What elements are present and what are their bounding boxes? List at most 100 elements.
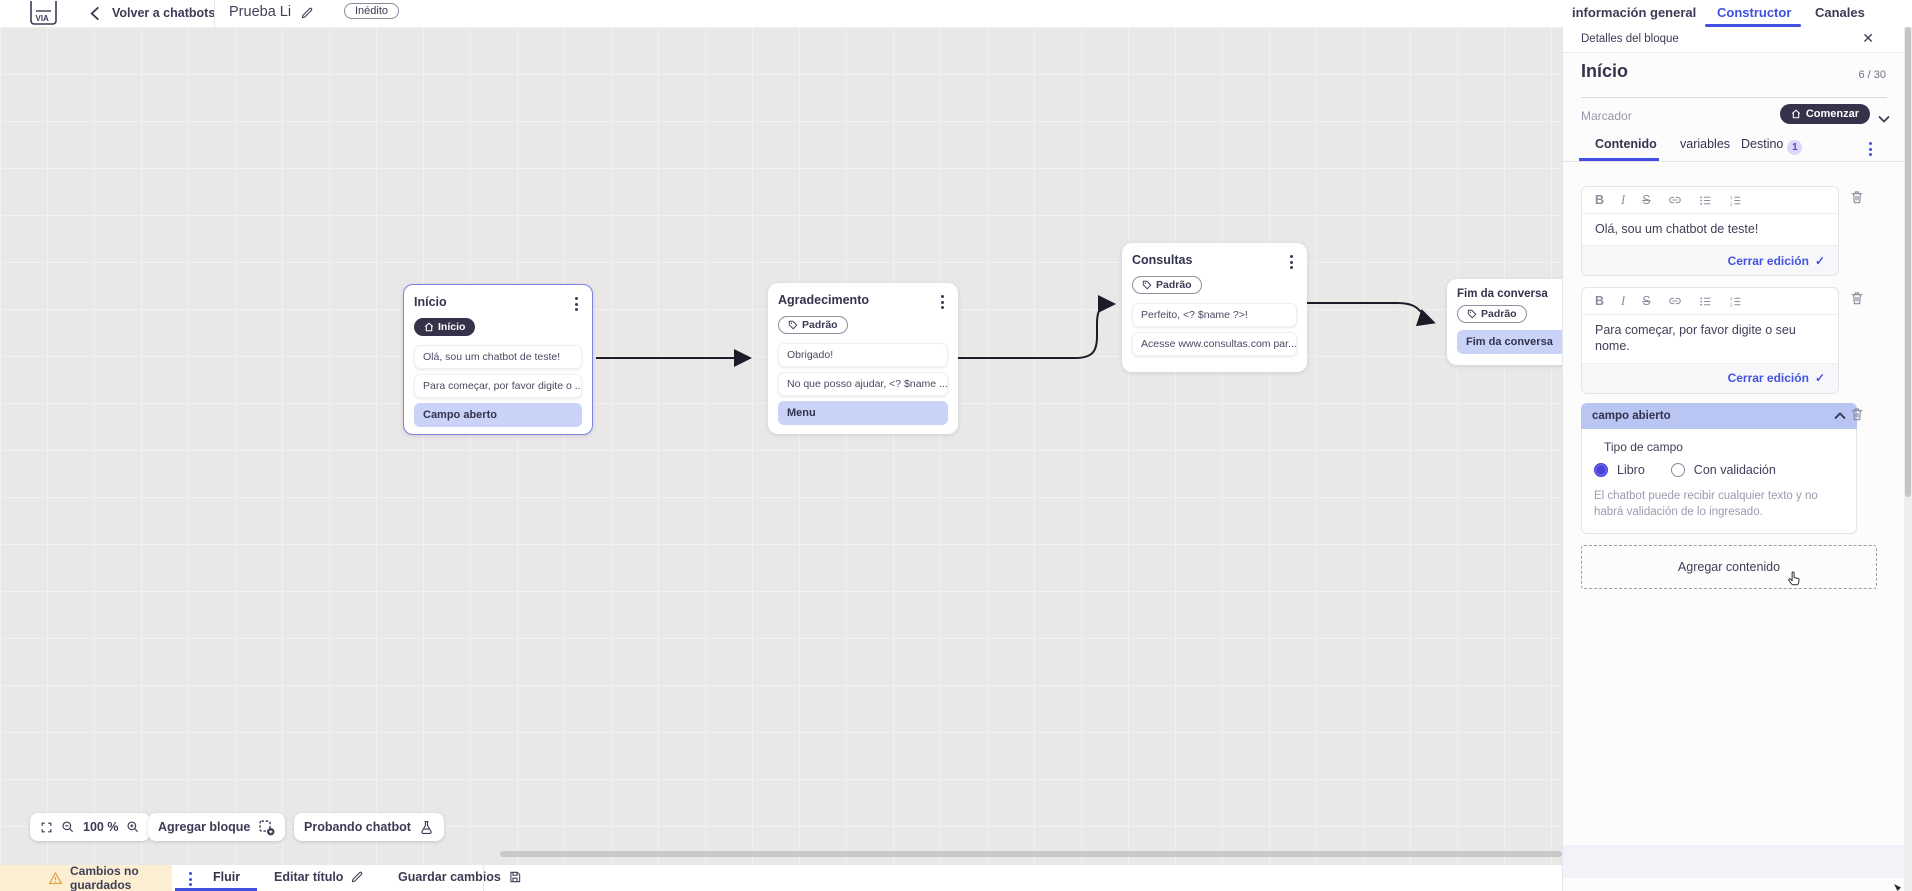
panel-options-menu-icon[interactable] xyxy=(1865,140,1876,158)
topbar-divider xyxy=(214,0,215,27)
bold-icon[interactable]: B xyxy=(1595,294,1605,308)
unsaved-changes-label: Cambios no guardados xyxy=(70,864,139,891)
bullet-list-icon[interactable] xyxy=(1699,295,1712,308)
tag-icon xyxy=(788,320,798,330)
tab-variables[interactable]: variables xyxy=(1680,137,1731,151)
block-title: Fim da conversa xyxy=(1457,288,1548,300)
back-to-chatbots-link[interactable]: Volver a chatbots xyxy=(112,6,216,20)
tab-canales[interactable]: Canales xyxy=(1815,5,1865,20)
fit-view-icon[interactable] xyxy=(40,821,53,834)
italic-icon[interactable]: I xyxy=(1621,293,1626,308)
open-field-header[interactable]: campo abierto xyxy=(1581,403,1857,429)
block-menu-icon[interactable] xyxy=(571,295,582,313)
block-item-menu[interactable]: Menu xyxy=(778,401,948,425)
delete-content-icon[interactable] xyxy=(1849,406,1865,427)
block-item[interactable]: No que posso ajudar, <? $name ... xyxy=(778,372,948,396)
delete-content-icon[interactable] xyxy=(1849,189,1865,210)
horizontal-scrollbar[interactable] xyxy=(500,851,1562,857)
close-icon[interactable]: ✕ xyxy=(1862,30,1874,46)
flow-block-consultas[interactable]: Consultas Padrão Perfeito, <? $name ?>! … xyxy=(1122,243,1307,372)
status-badge: Inédito xyxy=(344,3,400,19)
radio-con-validacion-label: Con validación xyxy=(1693,463,1776,477)
marker-value-button[interactable]: Comenzar xyxy=(1779,104,1870,124)
flow-block-inicio[interactable]: Início Início Olá, sou um chatbot de tes… xyxy=(403,284,593,435)
test-chatbot-button[interactable]: Probando chatbot xyxy=(294,813,444,841)
field-helper-text: El chatbot puede recibir cualquier texto… xyxy=(1594,490,1818,519)
active-flow-tab-underline xyxy=(175,888,257,891)
active-tab-underline xyxy=(1705,24,1801,27)
resize-corner-icon xyxy=(1893,879,1902,891)
open-field-body: Tipo de campo Libro Con validación El ch… xyxy=(1581,429,1857,535)
tab-informacion-general[interactable]: información general xyxy=(1572,5,1697,20)
topbar: VIA Volver a chatbots Prueba Li Inédito … xyxy=(0,0,1912,27)
add-block-label: Agregar bloque xyxy=(158,820,251,834)
flow-block-fim-da-conversa[interactable]: Fim da conversa Padrão Fim da conversa xyxy=(1447,279,1562,365)
back-chevron-icon[interactable] xyxy=(90,7,99,25)
block-title: Consultas xyxy=(1132,253,1193,267)
message-text-input[interactable]: Olá, sou um chatbot de teste! xyxy=(1595,222,1759,236)
flow-block-agradecimento[interactable]: Agradecimento Padrão Obrigado! No que po… xyxy=(768,283,958,434)
block-name-input[interactable]: Início xyxy=(1581,61,1629,81)
delete-content-icon[interactable] xyxy=(1849,290,1865,311)
tab-contenido[interactable]: Contenido xyxy=(1595,137,1657,151)
radio-selected-icon[interactable] xyxy=(1594,463,1608,477)
home-icon xyxy=(1791,109,1800,119)
strikethrough-icon[interactable]: S xyxy=(1642,193,1651,207)
app-logo-icon: VIA xyxy=(30,0,57,31)
close-edit-button[interactable]: Cerrar edición✓ xyxy=(1582,362,1838,393)
edit-title-button[interactable]: Editar título xyxy=(274,870,364,884)
block-item[interactable]: Perfeito, <? $name ?>! xyxy=(1132,303,1297,327)
block-menu-icon[interactable] xyxy=(937,293,948,311)
block-item[interactable]: Acesse www.consultas.com par... xyxy=(1132,332,1297,356)
radio-unselected-icon[interactable] xyxy=(1670,463,1685,477)
chevron-up-icon[interactable] xyxy=(1834,412,1846,420)
warning-icon xyxy=(48,871,63,886)
zoom-out-icon[interactable] xyxy=(61,820,75,834)
strikethrough-icon[interactable]: S xyxy=(1642,294,1651,308)
block-details-panel: Detalles del bloque ✕ Início 6 / 30 Marc… xyxy=(1562,27,1904,891)
message-text-input[interactable]: Para começar, por favor digite o seu nom… xyxy=(1595,323,1796,354)
block-title: Agradecimento xyxy=(778,293,869,307)
scrollbar-thumb[interactable] xyxy=(1905,27,1911,497)
link-icon[interactable] xyxy=(1668,193,1682,207)
link-icon[interactable] xyxy=(1668,294,1682,308)
edit-title-pencil-icon[interactable] xyxy=(300,6,314,25)
close-edit-button[interactable]: Cerrar edición✓ xyxy=(1582,245,1838,276)
tab-constructor[interactable]: Constructor xyxy=(1717,5,1792,20)
zoom-level: 100 % xyxy=(83,820,119,834)
save-changes-button[interactable]: Guardar cambios xyxy=(398,870,522,884)
add-content-button[interactable]: Agregar contenido xyxy=(1581,545,1877,589)
vertical-scrollbar[interactable] xyxy=(1904,27,1912,891)
bold-icon[interactable]: B xyxy=(1595,193,1605,207)
block-type-badge: Início xyxy=(414,318,476,336)
active-panel-tab-underline xyxy=(1579,158,1659,161)
block-menu-icon[interactable] xyxy=(1286,253,1297,271)
block-item[interactable]: Olá, sou um chatbot de teste! xyxy=(414,345,582,369)
cursor-pointer-icon xyxy=(1785,569,1803,594)
tag-icon xyxy=(1467,309,1477,319)
panel-footer-strip xyxy=(1563,845,1904,878)
block-item-open-field[interactable]: Campo aberto xyxy=(414,403,582,427)
block-item-end[interactable]: Fim da conversa xyxy=(1457,330,1562,354)
zoom-controls: 100 % xyxy=(30,813,151,841)
chevron-down-icon[interactable] xyxy=(1878,110,1890,128)
radio-con-validacion[interactable]: Con validación xyxy=(1670,463,1776,477)
tab-fluir[interactable]: Fluir xyxy=(213,870,241,884)
bullet-list-icon[interactable] xyxy=(1699,194,1712,207)
flow-canvas[interactable]: Início Início Olá, sou um chatbot de tes… xyxy=(0,27,1562,864)
radio-libro[interactable]: Libro xyxy=(1594,463,1645,477)
radio-libro-label: Libro xyxy=(1617,463,1645,477)
flow-options-menu-icon[interactable] xyxy=(185,870,196,888)
block-item[interactable]: Para começar, por favor digite o ... xyxy=(414,374,582,398)
add-block-button[interactable]: Agregar bloque xyxy=(148,813,286,841)
italic-icon[interactable]: I xyxy=(1621,192,1626,207)
zoom-in-icon[interactable] xyxy=(126,820,140,834)
block-item[interactable]: Obrigado! xyxy=(778,343,948,367)
